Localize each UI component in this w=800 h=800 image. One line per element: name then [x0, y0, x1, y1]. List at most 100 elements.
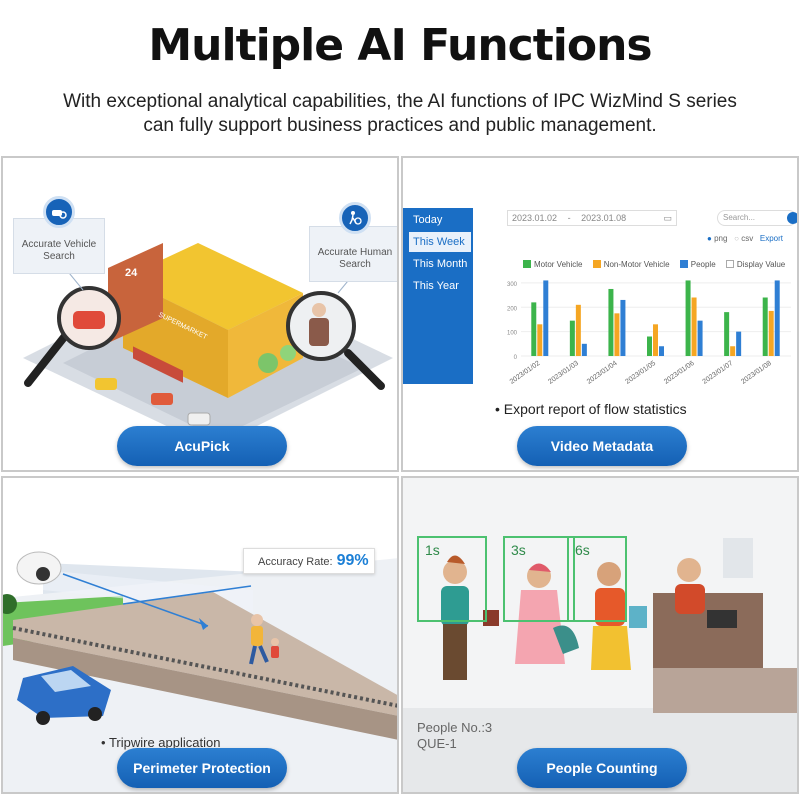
human-search-callout: Accurate Human Search — [309, 226, 397, 282]
zoomed-car — [73, 311, 105, 329]
y-tick-label: 100 — [507, 331, 518, 337]
people-counting-button[interactable]: People Counting — [517, 748, 687, 788]
video-metadata-panel: Today This Week This Month This Year 202… — [401, 156, 799, 472]
tree — [258, 353, 278, 373]
bar-people — [774, 280, 780, 356]
person-3-top — [595, 588, 625, 626]
bar-people — [659, 346, 664, 356]
x-tick-label: 2023/01/02 — [509, 360, 542, 386]
timer-1: 1s — [425, 542, 440, 558]
time-range-sidebar: Today This Week This Month This Year — [403, 208, 473, 384]
video-metadata-button[interactable]: Video Metadata — [517, 426, 687, 466]
legend-people[interactable]: People — [679, 260, 716, 269]
building-side — [228, 293, 303, 398]
export-report-note: • Export report of flow statistics — [495, 401, 687, 417]
bar-motor-vehicle — [531, 302, 537, 356]
zoomed-person-body — [309, 318, 329, 346]
chart-legend: Motor Vehicle Non-Motor Vehicle People D… — [523, 260, 793, 269]
search-input[interactable]: Search... — [717, 210, 797, 226]
child-body — [271, 646, 279, 658]
car — [187, 412, 211, 426]
person-1-pants — [443, 624, 467, 680]
legend-motor-vehicle[interactable]: Motor Vehicle — [523, 260, 582, 269]
bar-motor-vehicle — [724, 312, 730, 356]
magnifier-handle-left — [24, 332, 69, 387]
y-tick-label: 300 — [507, 282, 518, 288]
bar-motor-vehicle — [569, 320, 575, 356]
brick-tower — [108, 243, 163, 343]
x-tick-label: 2023/01/05 — [624, 360, 657, 386]
camera-lens — [36, 567, 50, 581]
cashier-top — [675, 584, 705, 614]
bar-motor-vehicle — [647, 336, 652, 356]
bar-non-motor-vehicle — [575, 304, 581, 356]
vehicle-search-icon — [43, 196, 75, 228]
person-1-head — [443, 560, 467, 584]
sidebar-item-today[interactable]: Today — [413, 214, 443, 226]
bar-people — [697, 320, 703, 356]
radio-csv-icon[interactable]: ○ — [734, 234, 739, 243]
sidebar-item-this-year[interactable]: This Year — [413, 280, 459, 292]
perimeter-protection-button[interactable]: Perimeter Protection — [117, 748, 287, 788]
export-options: ● png ○ csv Export — [707, 234, 783, 243]
sidebar-item-this-week[interactable]: This Week — [409, 232, 471, 252]
tree — [280, 345, 296, 361]
building-roof — [123, 243, 303, 330]
person-3-skirt — [591, 626, 631, 670]
human-search-icon — [339, 202, 371, 234]
dome-camera — [16, 551, 62, 585]
bar-motor-vehicle — [608, 288, 614, 356]
human-callout-line-1: Accurate Human — [317, 247, 393, 258]
legend-non-motor-vehicle[interactable]: Non-Motor Vehicle — [592, 260, 670, 269]
y-tick-label: 0 — [514, 355, 518, 361]
timer-box-1: 1s — [417, 536, 487, 622]
car-wheel — [36, 711, 50, 725]
accuracy-value: 99% — [336, 552, 369, 569]
wall-face — [13, 638, 397, 740]
car — [95, 378, 117, 390]
car — [151, 393, 173, 405]
export-link[interactable]: Export — [759, 234, 783, 243]
legend-display-value[interactable]: Display Value — [725, 260, 785, 269]
bar-non-motor-vehicle — [614, 313, 620, 356]
radio-png-icon[interactable]: ● — [707, 234, 712, 243]
bar-non-motor-vehicle — [768, 310, 774, 356]
bar-non-motor-vehicle — [653, 324, 658, 356]
subtitle-line-1: With exceptional analytical capabilities… — [63, 91, 737, 112]
sidebar-item-this-month[interactable]: This Month — [413, 258, 468, 270]
x-tick-label: 2023/01/04 — [586, 360, 619, 386]
timer-2: 3s — [511, 542, 526, 558]
person-1-hair — [447, 555, 465, 564]
date-separator: - — [567, 213, 571, 223]
bar-people — [581, 343, 587, 356]
search-icon[interactable] — [787, 212, 797, 224]
x-tick-label: 2023/01/03 — [547, 360, 580, 386]
date-to: 2023.01.08 — [581, 213, 627, 223]
opt-png: png — [714, 234, 728, 243]
acupick-button[interactable]: AcuPick — [117, 426, 287, 466]
bar-non-motor-vehicle — [730, 346, 736, 356]
page-title: Multiple AI Functions — [148, 20, 652, 71]
building-number: 24 — [125, 267, 138, 279]
queue-text: QUE-1 — [417, 736, 457, 751]
magnifier-handle-right — [344, 349, 385, 390]
person-1-bag — [483, 610, 499, 626]
checkout-counter — [653, 593, 763, 673]
tripwire-arrow — [62, 573, 209, 627]
tripwire-line — [122, 585, 252, 605]
person-1-top — [441, 586, 469, 626]
subtitle-line-2: can fully support business practices and… — [143, 115, 657, 136]
car-body — [17, 666, 111, 718]
human-callout-line-2: Search — [339, 259, 371, 270]
x-tick-label: 2023/01/08 — [740, 360, 773, 386]
x-tick-label: 2023/01/06 — [663, 360, 696, 386]
accuracy-rate-box: Accuracy Rate:99% — [243, 548, 375, 574]
bar-non-motor-vehicle — [537, 324, 543, 356]
adult-head — [251, 614, 263, 626]
date-range-input[interactable]: 2023.01.02 - 2023.01.08 ▭ — [507, 210, 677, 226]
store-scene — [403, 478, 797, 792]
display-boots — [723, 538, 753, 578]
acupick-panel: SUPERMARKET 24 Accurate Vehicle Search A… — [1, 156, 399, 472]
date-from: 2023.01.02 — [512, 213, 558, 223]
calendar-icon: ▭ — [663, 213, 672, 223]
